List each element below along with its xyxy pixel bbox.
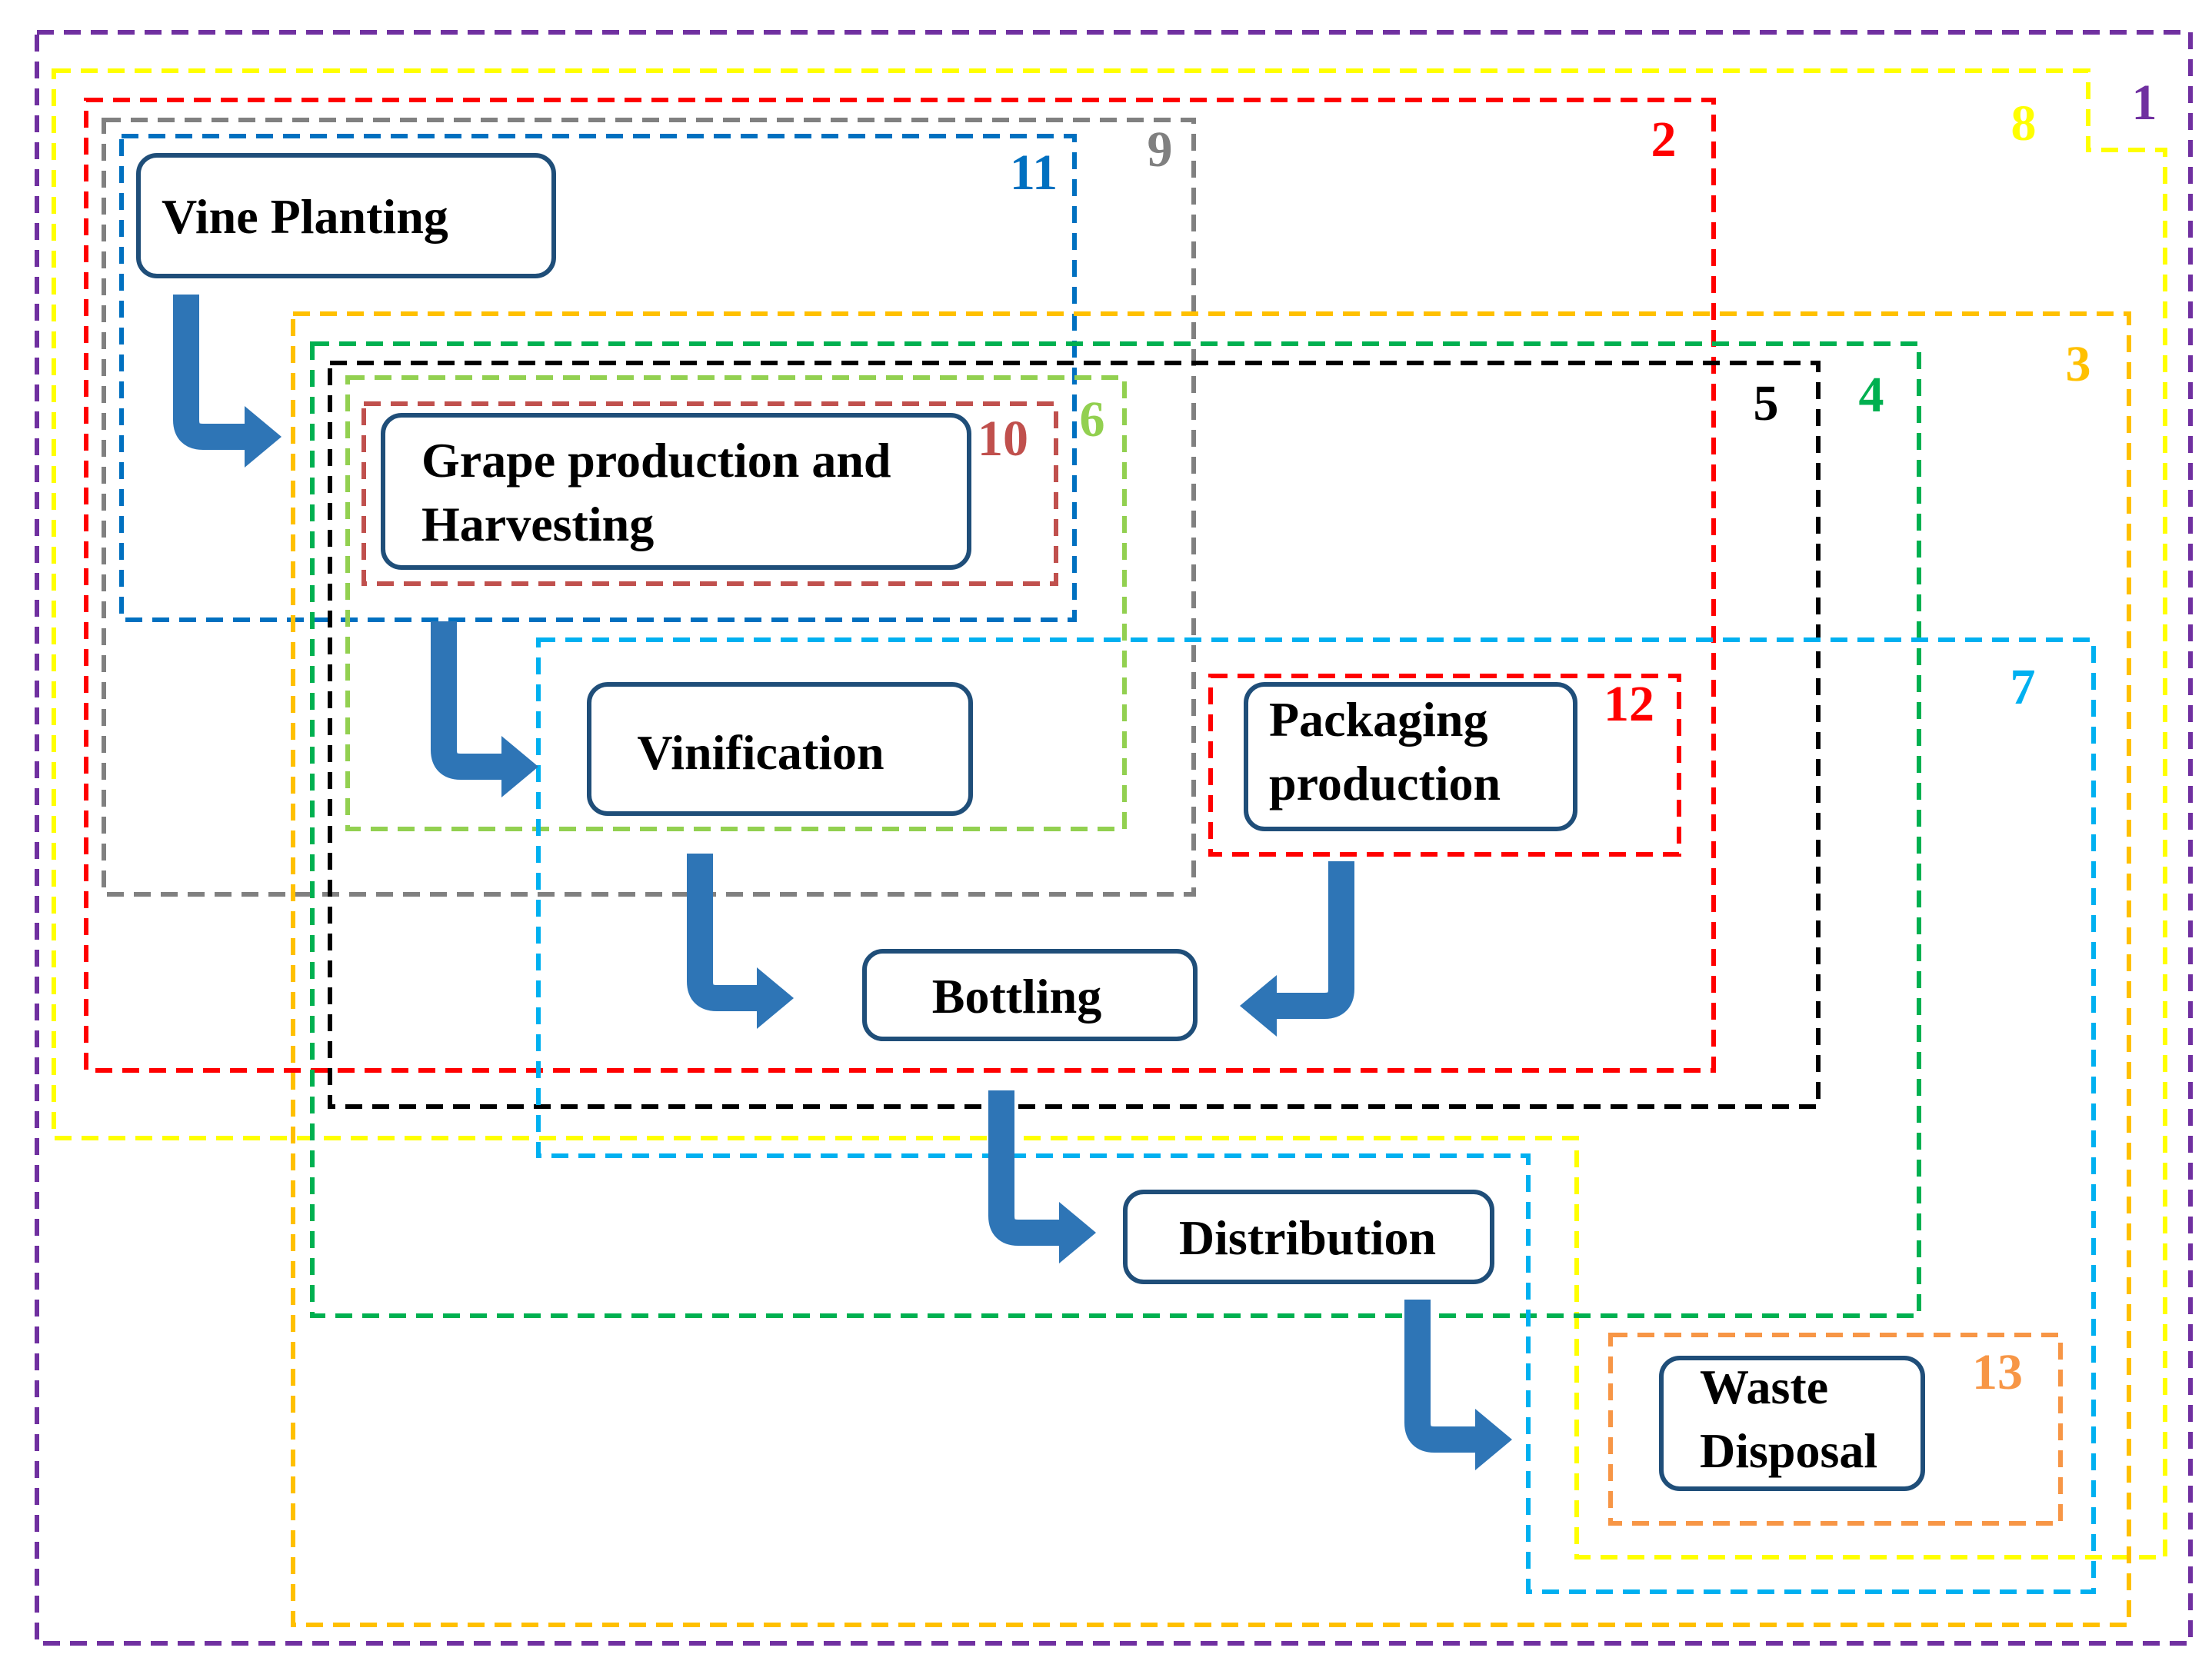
- boundary-label-6: 6: [1080, 391, 1105, 448]
- boundary-10: [361, 401, 1058, 586]
- flow-arrow-head-4: [1059, 1202, 1096, 1263]
- boundary-label-11: 11: [1010, 145, 1058, 201]
- boundary-label-13: 13: [1972, 1344, 2023, 1400]
- flow-arrow-head-2: [501, 736, 538, 797]
- stage-label-waste: Disposal: [1700, 1423, 1877, 1478]
- stage-label-bottling: Bottling: [932, 969, 1101, 1024]
- boundary-label-4: 4: [1859, 367, 1884, 423]
- stage-label-waste: Waste: [1700, 1360, 1828, 1414]
- stage-box-grape: [381, 413, 971, 570]
- boundary-6: [345, 375, 1127, 831]
- stage-pack: Packaging production: [1244, 682, 1577, 831]
- stage-label-vine: Vine Planting: [162, 189, 448, 244]
- arrows-layer: [173, 295, 1512, 1470]
- stage-label-grape: Grape production and: [421, 433, 891, 488]
- boundary-label-9: 9: [1148, 121, 1173, 178]
- stage-label-vinif: Vinification: [637, 725, 884, 780]
- boundary-12: [1208, 674, 1681, 857]
- boundary-9: [102, 118, 1196, 897]
- boundary-11: [119, 134, 1077, 622]
- boundary-label-2: 2: [1651, 112, 1677, 168]
- flow-arrow-shaft-5: [1404, 1300, 1475, 1453]
- stage-box-vine: [136, 153, 556, 278]
- boundary-13: [1608, 1333, 2063, 1526]
- flow-arrow-shaft-2: [431, 621, 501, 780]
- boundary-label-12: 12: [1604, 676, 1654, 732]
- flow-arrow-shaft-1: [173, 295, 245, 450]
- stage-box-vinif: [587, 682, 973, 816]
- stage-vine: Vine Planting: [136, 153, 556, 278]
- flow-arrow-shaft-6: [1277, 861, 1354, 1019]
- flow-arrow-head-6: [1240, 975, 1277, 1037]
- boundaries-layer: [35, 30, 2193, 1646]
- stage-label-pack: production: [1269, 756, 1501, 811]
- boundary-8: [52, 68, 2167, 1559]
- stage-box-waste: [1659, 1356, 1925, 1491]
- boundary-1: [35, 30, 2193, 1646]
- boundary-label-3: 3: [2066, 336, 2091, 392]
- boundary-label-5: 5: [1754, 375, 1779, 431]
- stage-label-grape: Harvesting: [421, 497, 654, 551]
- flow-arrow-shaft-3: [687, 854, 757, 1011]
- stage-distribution: Distribution: [1123, 1190, 1494, 1284]
- stage-box-bottling: [862, 949, 1198, 1041]
- boundary-7: [536, 637, 2096, 1594]
- flow-arrow-head-1: [245, 406, 281, 468]
- boundary-4: [310, 341, 1921, 1318]
- stage-label-pack: Packaging: [1269, 692, 1487, 747]
- boundary-labels-layer: 1 8 2 9 11 3 4 5 6 10 7 12 13: [978, 75, 2157, 1400]
- flow-arrow-shaft-4: [988, 1090, 1059, 1246]
- stage-box-distribution: [1123, 1190, 1494, 1284]
- stage-vinif: Vinification: [587, 682, 973, 816]
- flow-arrow-head-3: [757, 967, 794, 1029]
- boundary-label-7: 7: [2010, 659, 2036, 715]
- boundary-label-10: 10: [978, 411, 1028, 467]
- boundary-3: [291, 311, 2131, 1627]
- flow-arrow-head-5: [1475, 1409, 1512, 1470]
- boundary-5: [328, 361, 1821, 1109]
- boundary-2: [84, 98, 1716, 1073]
- stage-label-distribution: Distribution: [1179, 1210, 1436, 1265]
- boundary-label-1: 1: [2132, 75, 2157, 131]
- stage-bottling: Bottling: [862, 949, 1198, 1041]
- stage-box-pack: [1244, 682, 1577, 831]
- boundary-label-8: 8: [2011, 95, 2037, 151]
